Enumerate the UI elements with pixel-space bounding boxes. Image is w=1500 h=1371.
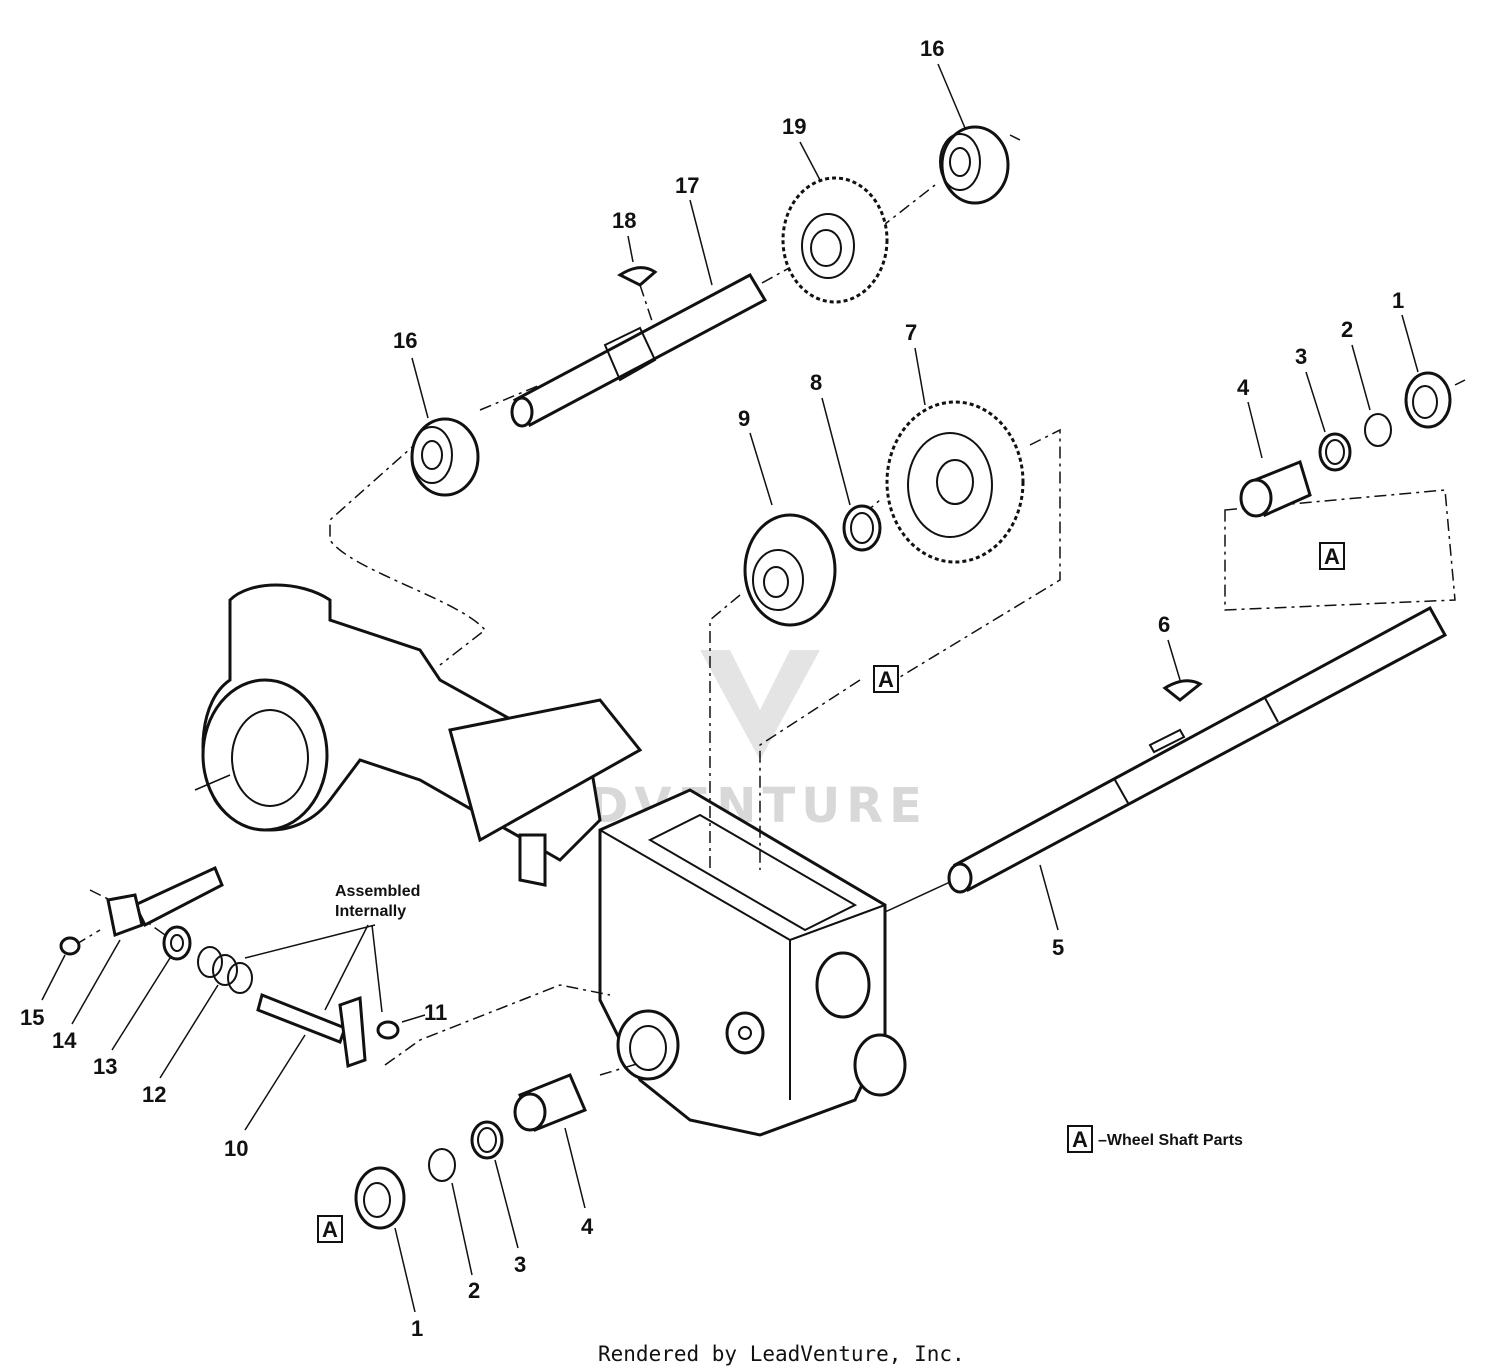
group-marker-a-left: A bbox=[317, 1215, 343, 1243]
callout-3-right: 3 bbox=[1295, 344, 1307, 369]
callout-numbers: 16 19 17 18 16 7 8 9 1 2 3 4 6 5 11 15 1… bbox=[20, 36, 1404, 1341]
callout-7: 7 bbox=[905, 320, 917, 345]
legend-marker: A bbox=[1072, 1127, 1088, 1152]
callout-2-left: 2 bbox=[468, 1278, 480, 1303]
ring-2-right bbox=[1364, 413, 1392, 447]
note-line-2: Internally bbox=[335, 903, 406, 920]
svg-text:A: A bbox=[878, 667, 894, 692]
callout-19: 19 bbox=[782, 114, 806, 139]
callout-2-right: 2 bbox=[1341, 317, 1353, 342]
key-18 bbox=[616, 266, 658, 287]
note-line-1: Assembled bbox=[335, 883, 420, 900]
svg-text:A: A bbox=[322, 1217, 338, 1242]
bushing-4-right bbox=[1239, 459, 1312, 518]
countershaft-17 bbox=[510, 273, 768, 428]
legend: A –Wheel Shaft Parts bbox=[1067, 1125, 1243, 1153]
callout-1-left: 1 bbox=[411, 1316, 423, 1341]
callout-5: 5 bbox=[1052, 935, 1064, 960]
ring-2-left bbox=[428, 1148, 456, 1182]
callout-13: 13 bbox=[93, 1054, 117, 1079]
gear-case bbox=[598, 788, 951, 1137]
callout-14: 14 bbox=[52, 1028, 77, 1053]
callout-17: 17 bbox=[675, 173, 699, 198]
pin-11 bbox=[376, 1020, 400, 1040]
bearing-16-lower bbox=[410, 417, 480, 497]
washer-3-left bbox=[470, 1120, 504, 1160]
footer-credit: Rendered by LeadVenture, Inc. bbox=[598, 1342, 965, 1366]
bushing-4-left bbox=[513, 1073, 587, 1132]
seal-1-left bbox=[354, 1166, 406, 1230]
callout-1-right: 1 bbox=[1392, 288, 1404, 313]
svg-text:A: A bbox=[1324, 544, 1340, 569]
seal-1-right bbox=[1404, 371, 1452, 429]
screw-15 bbox=[59, 936, 81, 956]
shift-rod-10 bbox=[256, 992, 367, 1069]
hub-9 bbox=[743, 513, 837, 627]
washer-3-right bbox=[1318, 432, 1352, 472]
spring-12 bbox=[197, 946, 253, 994]
callout-8: 8 bbox=[810, 370, 822, 395]
callout-10: 10 bbox=[224, 1136, 248, 1161]
callout-15: 15 bbox=[20, 1005, 44, 1030]
callout-18: 18 bbox=[612, 208, 636, 233]
shift-lever-14 bbox=[106, 865, 224, 938]
gear-7 bbox=[885, 400, 1025, 564]
group-marker-a-center: A bbox=[873, 665, 899, 693]
callout-16-lower: 16 bbox=[393, 328, 417, 353]
callout-16-upper: 16 bbox=[920, 36, 944, 61]
legend-text: –Wheel Shaft Parts bbox=[1098, 1132, 1243, 1149]
callout-3-left: 3 bbox=[514, 1252, 526, 1277]
callout-12: 12 bbox=[142, 1082, 166, 1107]
washer-13 bbox=[162, 925, 192, 961]
assembled-internally-note: Assembled Internally bbox=[335, 883, 420, 920]
key-6 bbox=[1162, 679, 1203, 702]
leader-lines bbox=[41, 63, 1419, 1313]
callout-11: 11 bbox=[424, 1000, 447, 1025]
washer-8 bbox=[842, 504, 882, 552]
callout-4-right: 4 bbox=[1237, 375, 1250, 400]
gear-19 bbox=[781, 176, 889, 304]
axle-tube-housing bbox=[194, 583, 643, 887]
group-marker-a-right: A bbox=[1319, 542, 1345, 570]
wheel-shaft-5 bbox=[947, 605, 1448, 894]
callout-9: 9 bbox=[738, 406, 750, 431]
callout-4-left: 4 bbox=[581, 1214, 594, 1239]
leadventure-logo-icon bbox=[700, 650, 820, 760]
bearing-16-upper bbox=[939, 125, 1010, 205]
callout-6: 6 bbox=[1158, 612, 1170, 637]
